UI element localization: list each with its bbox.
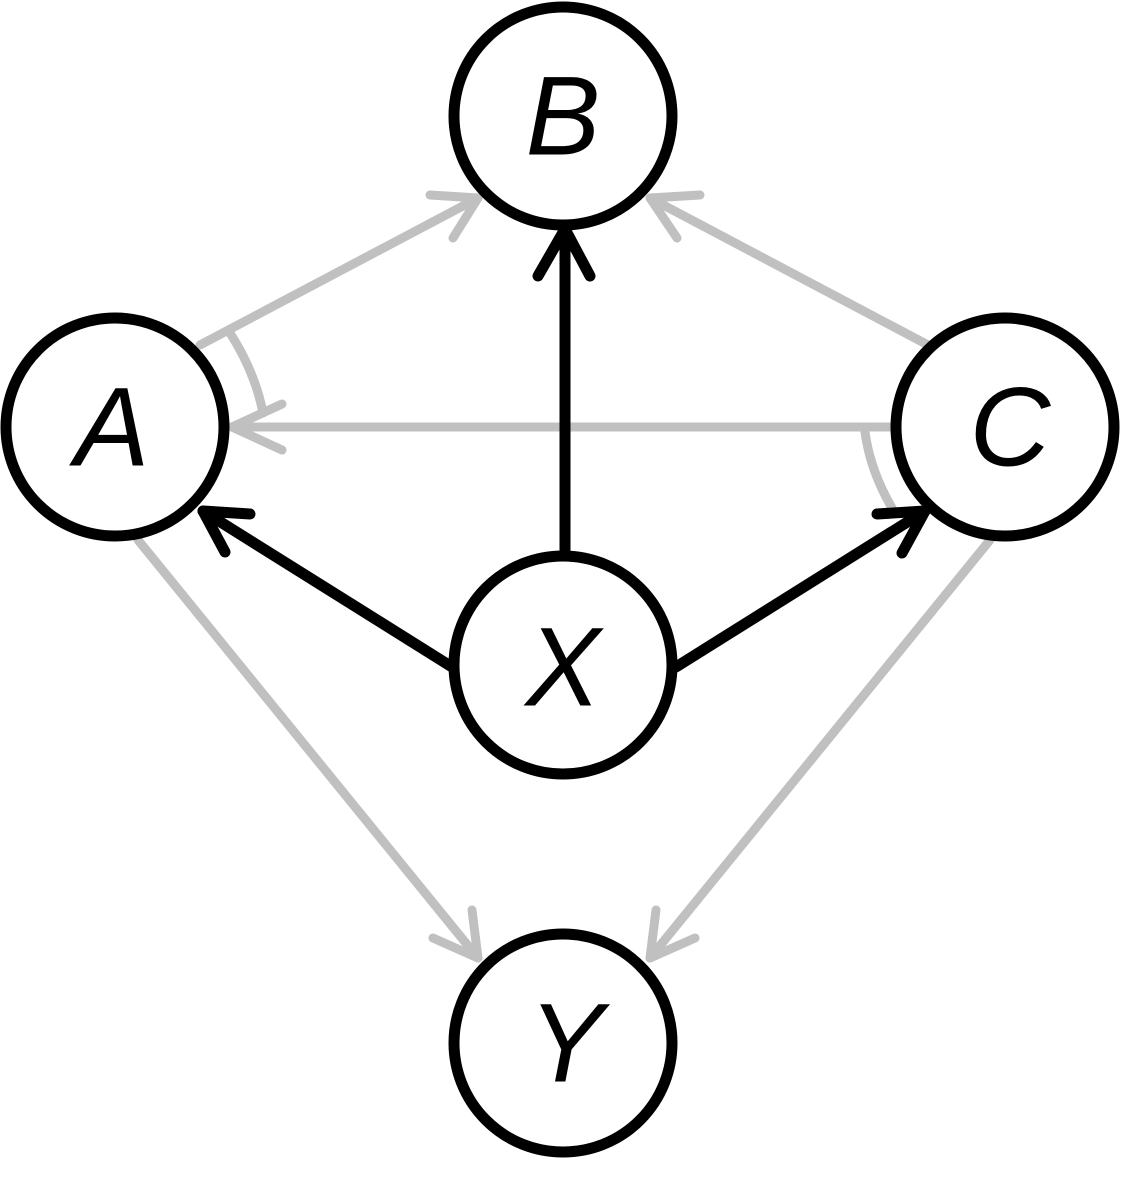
edge-a-to-b <box>195 190 483 418</box>
edge-x-to-a <box>197 505 458 673</box>
node-x-label: X <box>523 605 605 730</box>
node-b[interactable]: B <box>448 1 678 231</box>
edge-c-to-y <box>645 535 995 963</box>
node-x[interactable]: X <box>448 550 678 780</box>
node-a-label: A <box>69 365 150 490</box>
node-a[interactable]: A <box>0 312 230 542</box>
node-c[interactable]: C <box>890 312 1120 542</box>
node-y[interactable]: Y <box>448 928 678 1158</box>
node-b-label: B <box>526 54 601 179</box>
edge-a-to-y <box>133 535 483 963</box>
node-c-label: C <box>970 365 1052 490</box>
node-y-label: Y <box>529 981 611 1106</box>
edge-x-to-b <box>532 223 596 558</box>
edge-x-to-c <box>670 505 931 673</box>
edge-c-to-b <box>645 190 933 350</box>
